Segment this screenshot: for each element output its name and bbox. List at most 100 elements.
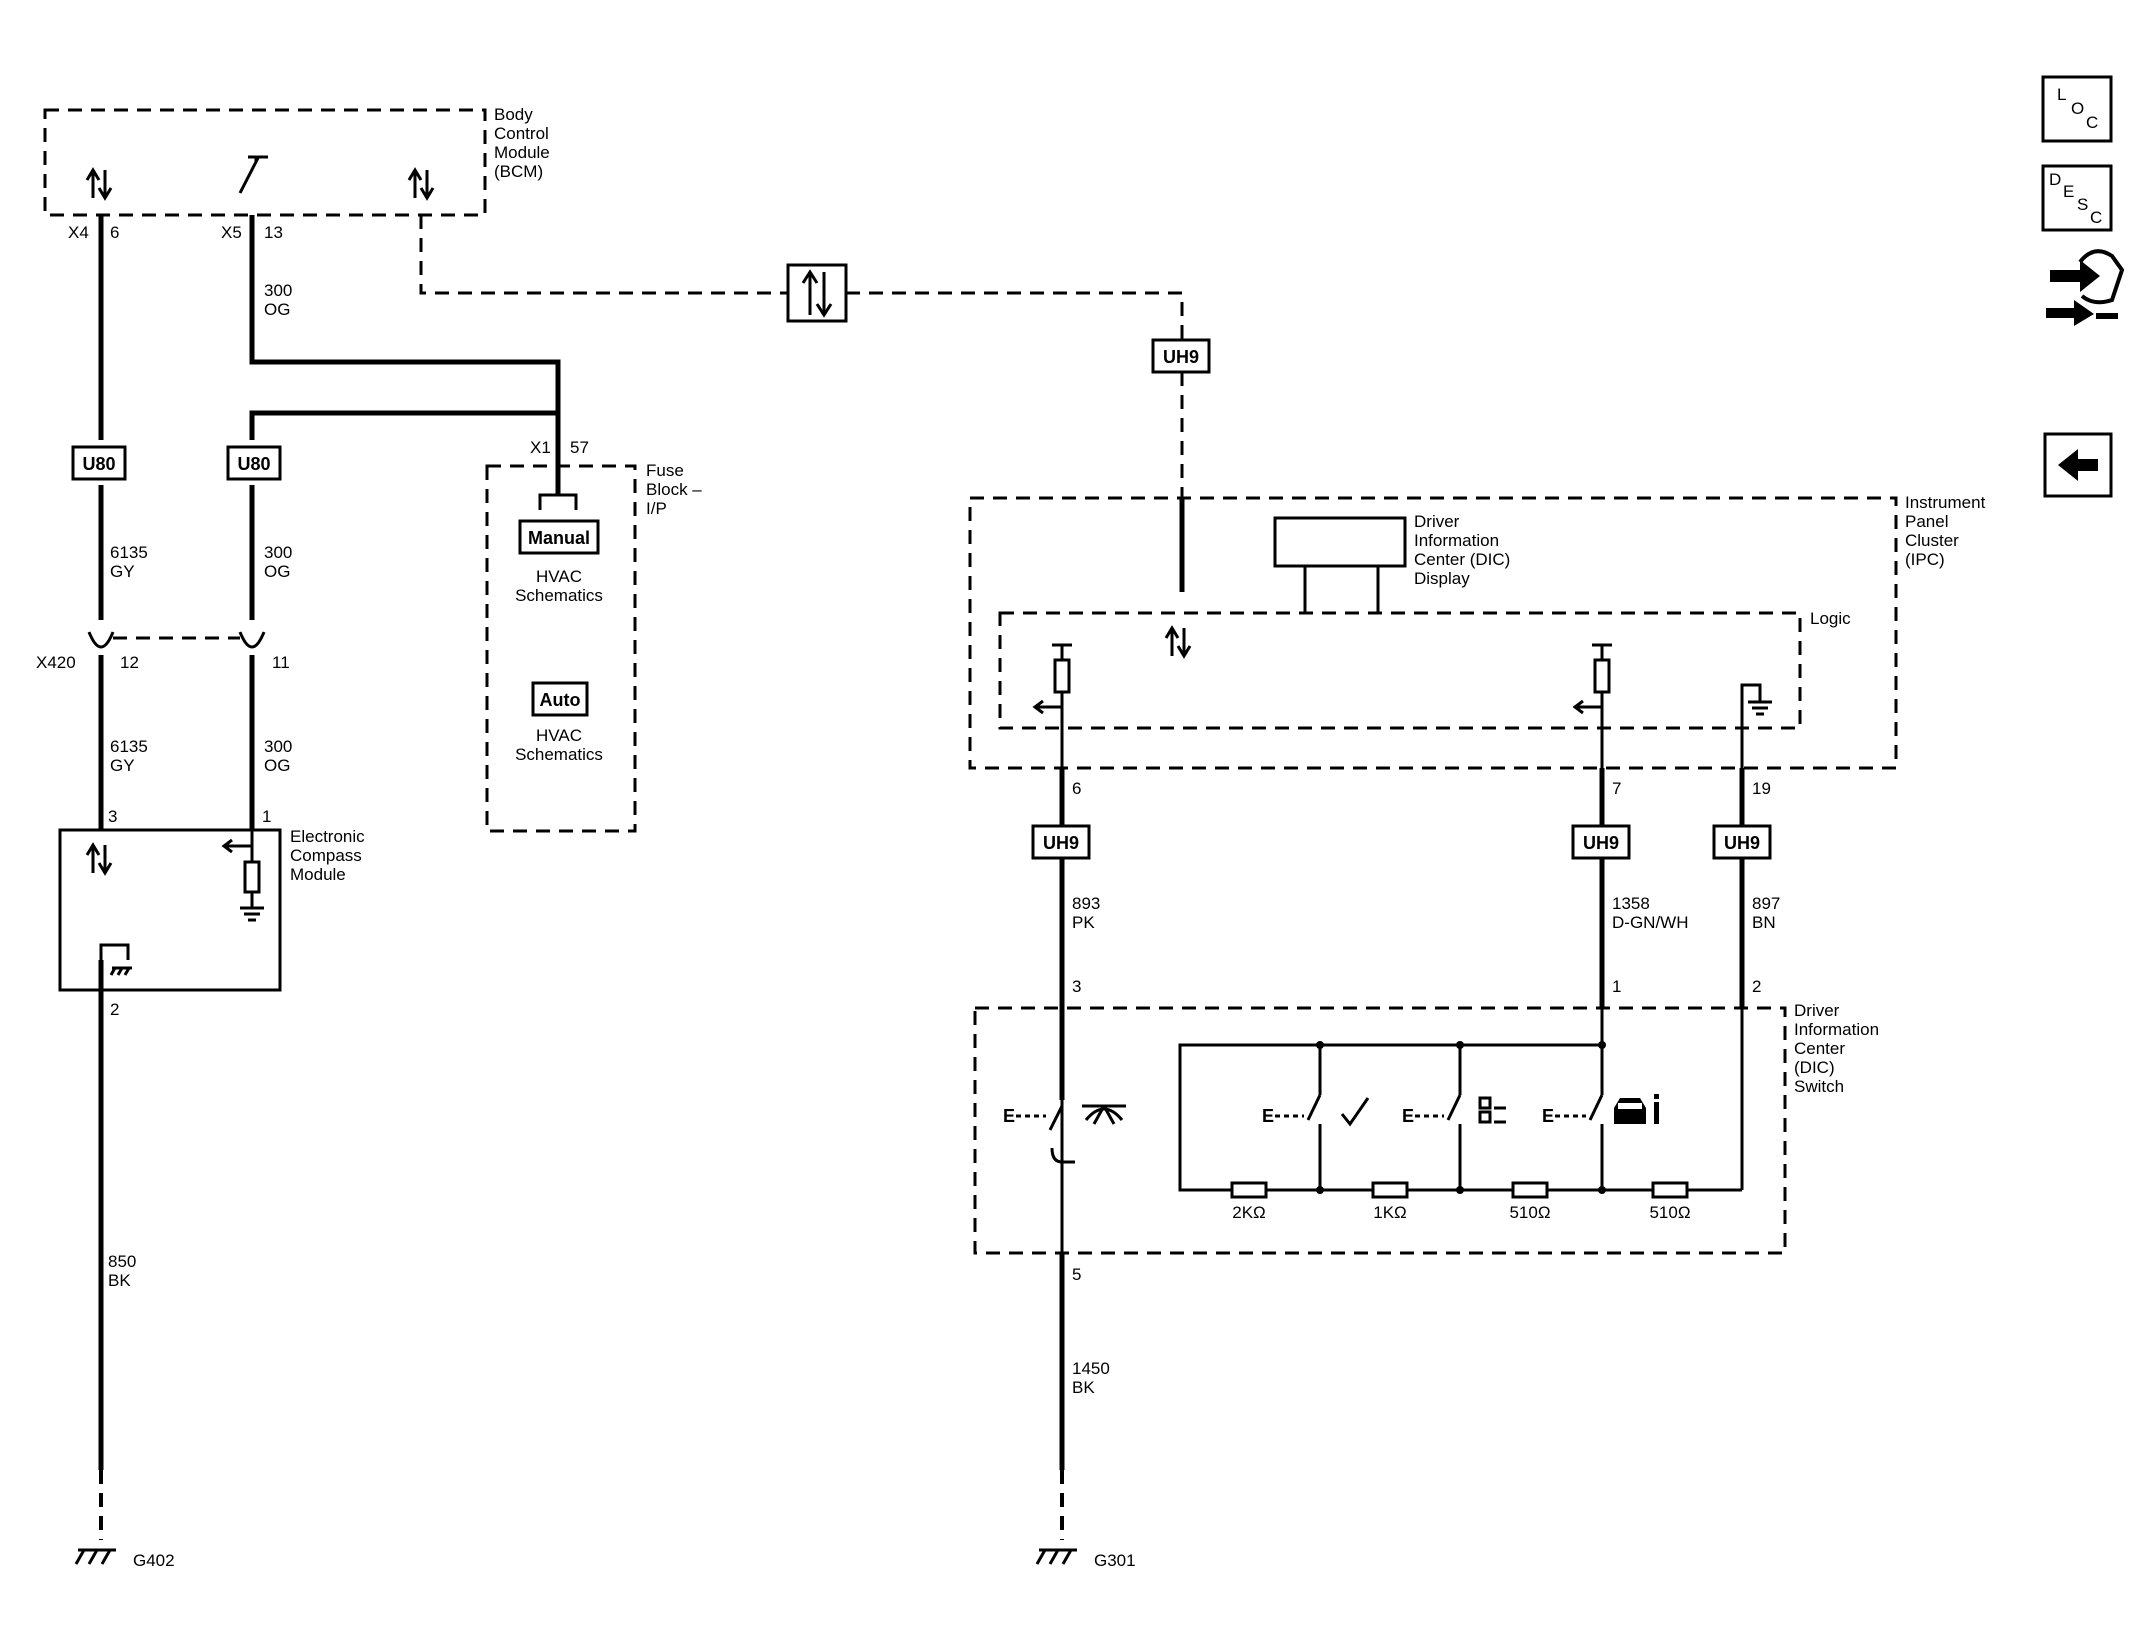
option-tag-uh9: UH9 [1151,338,1211,374]
wire-1358-circuit: 1358 [1612,894,1650,913]
pull-up-resistor-icon [221,838,264,922]
dic-display-label-3: Center (DIC) [1414,550,1510,569]
resistor-510: 510Ω [1509,1181,1551,1222]
fuse-block-label-3: I/P [646,499,667,518]
svg-text:L: L [2057,85,2066,104]
option-tag-u80: U80 [71,445,127,481]
option-tag-u80: U80 [226,445,282,481]
svg-text:UH9: UH9 [1724,833,1760,853]
resistor-510: 510Ω [1649,1181,1691,1222]
pin-switch-3: 3 [1072,977,1081,996]
serial-data-icon [407,167,435,201]
dic-switch-label-5: Switch [1794,1077,1844,1096]
pin-x4-6: 6 [110,223,119,242]
svg-text:C: C [2086,113,2098,132]
back-arrow-icon [2058,449,2098,481]
switch-menu: E [1402,1094,1506,1194]
svg-text:UH9: UH9 [1583,833,1619,853]
svg-text:U80: U80 [237,454,270,474]
wire-850-color: BK [108,1271,131,1290]
wire-893-color: PK [1072,913,1095,932]
wire-893-circuit: 893 [1072,894,1100,913]
serial-data-icon [85,167,113,201]
ground-g402: G402 [133,1551,175,1570]
svg-text:510Ω: 510Ω [1649,1203,1690,1222]
compass-label-3: Module [290,865,346,884]
menu-list-icon [1478,1096,1506,1124]
wire-850-circuit: 850 [108,1252,136,1271]
connector-view-icon[interactable] [2046,249,2125,326]
wire-6135-circuit-a: 6135 [110,543,148,562]
switch-contact-icon [238,155,268,194]
wire-300-color-b: OG [264,562,290,581]
switch-e-label: E [1003,1106,1015,1126]
wire-300-circuit-b: 300 [264,543,292,562]
switch-vehicle-info: E [1542,1094,1659,1194]
dic-display [1273,516,1407,613]
svg-text:S: S [2077,195,2088,214]
fuse-block-label-2: Block – [646,480,702,499]
wire-1358-color: D-GN/WH [1612,913,1688,932]
checkmark-icon [1340,1097,1370,1127]
conn-x4: X4 [68,223,89,242]
compass-label-2: Compass [290,846,362,865]
back-button[interactable] [2043,432,2113,498]
ground-g301: G301 [1094,1551,1136,1570]
case-ground-icon [99,943,132,1040]
wiper-icon [1082,1104,1126,1125]
pin-x420-11: 11 [272,653,290,672]
svg-text:Schematics: Schematics [515,745,603,764]
pull-up-resistor-icon [1032,643,1072,715]
dic-display-label-2: Information [1414,531,1499,550]
conn-x420: X420 [36,653,76,672]
dic-switch-label-2: Information [1794,1020,1879,1039]
ground-icon [1035,1548,1077,1565]
svg-text:E: E [1262,1106,1274,1126]
svg-text:HVAC: HVAC [536,726,582,745]
wire-897-circuit: 897 [1752,894,1780,913]
pin-ipc-6: 6 [1072,779,1081,798]
option-tag-uh9: UH9 [1712,824,1772,860]
wire-300-color-c: OG [264,756,290,775]
option-tag-uh9: UH9 [1031,824,1091,860]
pin-ipc-19: 19 [1752,779,1771,798]
ipc-label-2: Panel [1905,512,1948,531]
dic-switch-label-3: Center [1794,1039,1845,1058]
dic-wiring [1059,768,1745,1540]
left-wiring [98,215,561,1540]
ipc-label-3: Cluster [1905,531,1959,550]
signal-ground-icon [1740,683,1772,768]
svg-text:510Ω: 510Ω [1509,1203,1550,1222]
svg-text:HVAC: HVAC [536,567,582,586]
svg-text:2KΩ: 2KΩ [1232,1203,1266,1222]
pin-switch-1: 1 [1612,977,1621,996]
pin-x5-13: 13 [264,223,283,242]
option-tag-uh9: UH9 [1571,824,1631,860]
svg-text:1KΩ: 1KΩ [1373,1203,1407,1222]
cruise-switch: E [1003,1100,1126,1170]
bcm-label-2: Control [494,124,549,143]
vehicle-info-icon [1614,1094,1659,1124]
pin-compass-1: 1 [262,807,271,826]
dic-switch-label-4: (DIC) [1794,1058,1835,1077]
svg-text:Schematics: Schematics [515,586,603,605]
wire-1450-circuit: 1450 [1072,1359,1110,1378]
pin-compass-2: 2 [110,1000,119,1019]
inline-connector-x420 [87,631,266,649]
logic-label: Logic [1810,609,1851,628]
svg-text:Manual: Manual [528,528,590,548]
loc-button[interactable]: L O C [2041,75,2113,143]
dic-display-label-4: Display [1414,569,1470,588]
svg-text:UH9: UH9 [1043,833,1079,853]
serial-data-icon [1164,625,1192,659]
wire-1450-color: BK [1072,1378,1095,1397]
hvac-auto-ref: Auto HVAC Schematics [515,681,603,764]
dic-switch-label-1: Driver [1794,1001,1840,1020]
serial-data-icon [85,842,113,876]
svg-text:E: E [1542,1106,1554,1126]
svg-text:C: C [2090,208,2102,227]
ipc-label-1: Instrument [1905,493,1986,512]
resistor-1k: 1KΩ [1371,1181,1409,1222]
fuse-block-ip: Manual HVAC Schematics Auto HVAC Schemat… [485,464,637,833]
desc-button[interactable]: D E S C [2041,164,2113,232]
